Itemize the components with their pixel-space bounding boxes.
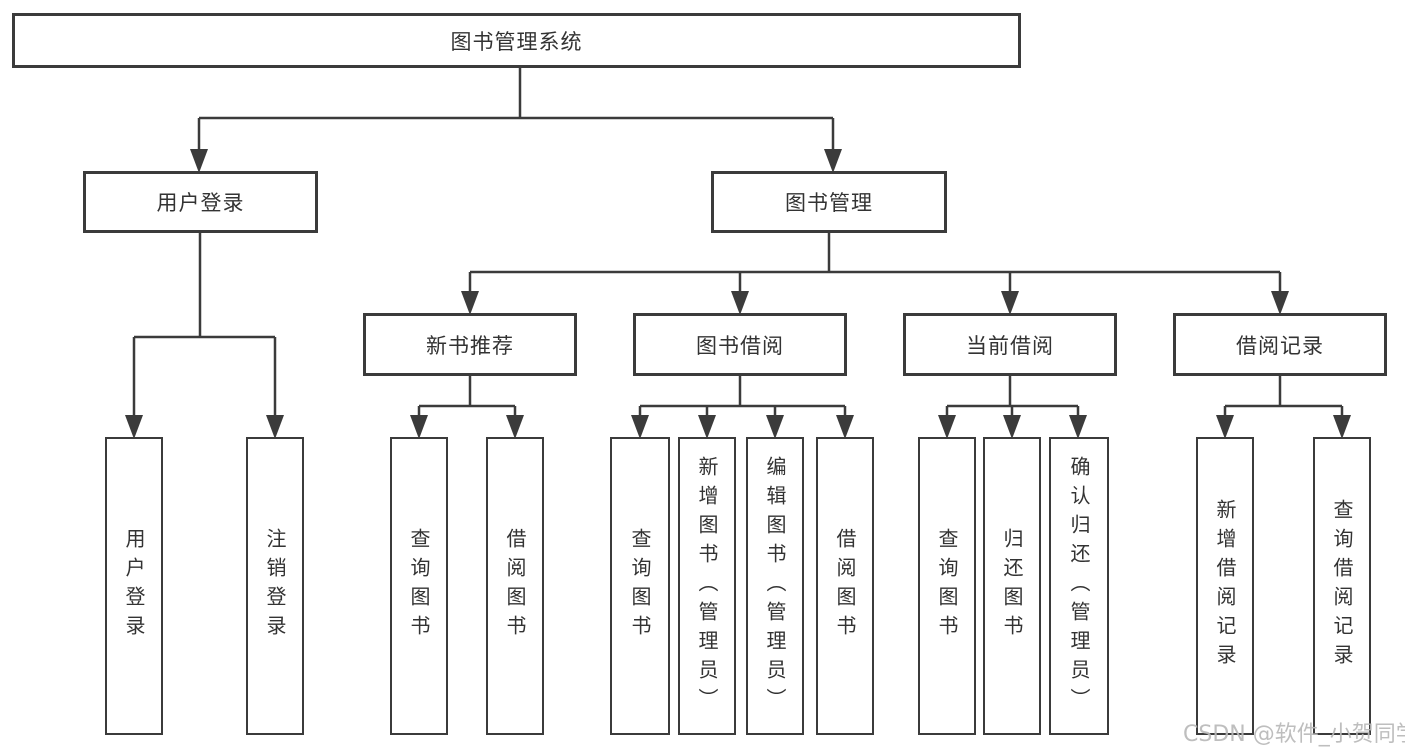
arrowhead [125, 415, 143, 439]
leaf-label: 查询借阅记录 [1330, 499, 1354, 673]
node-book-management: 图书管理 [711, 171, 947, 233]
arrowhead [1003, 415, 1021, 439]
leaf-label: 编辑图书（管理员） [763, 455, 787, 717]
arrowhead [1333, 415, 1351, 439]
node-borrowing-records: 借阅记录 [1173, 313, 1387, 376]
node-label: 借阅记录 [1236, 333, 1324, 358]
node-label: 当前借阅 [966, 333, 1054, 358]
arrowhead [836, 415, 854, 439]
csdn-watermark: CSDN @软件_小贺同学 [1183, 722, 1405, 747]
leaf-label: 借阅图书 [503, 528, 527, 644]
arrowhead [190, 149, 208, 173]
arrowhead [410, 415, 428, 439]
arrowhead [1216, 415, 1234, 439]
arrowhead [766, 415, 784, 439]
leaf-user-login: 用户登录 [105, 437, 163, 735]
leaf-label: 归还图书 [1000, 528, 1024, 644]
node-label: 新书推荐 [426, 333, 514, 358]
leaf-recommend-borrow-books: 借阅图书 [486, 437, 544, 735]
leaf-label: 用户登录 [122, 528, 146, 644]
leaf-label: 借阅图书 [833, 528, 857, 644]
leaf-current-confirm-return-admin: 确认归还（管理员） [1049, 437, 1109, 735]
leaf-logout: 注销登录 [246, 437, 304, 735]
leaf-label: 查询图书 [935, 528, 959, 644]
leaf-label: 查询图书 [628, 528, 652, 644]
leaf-borrowing-borrow-books: 借阅图书 [816, 437, 874, 735]
leaf-label: 新增图书（管理员） [695, 455, 719, 717]
leaf-current-return-books: 归还图书 [983, 437, 1041, 735]
node-label: 图书管理 [785, 191, 873, 215]
node-label: 图书借阅 [696, 333, 784, 358]
node-book-borrowing: 图书借阅 [633, 313, 847, 376]
leaf-records-query-record: 查询借阅记录 [1313, 437, 1371, 735]
arrowhead [938, 415, 956, 439]
leaf-current-query-books: 查询图书 [918, 437, 976, 735]
leaf-label: 新增借阅记录 [1213, 499, 1237, 673]
leaf-label: 查询图书 [407, 528, 431, 644]
leaf-recommend-query-books: 查询图书 [390, 437, 448, 735]
node-label: 用户登录 [156, 191, 245, 215]
node-user-login: 用户登录 [83, 171, 318, 233]
node-new-book-recommendation: 新书推荐 [363, 313, 577, 376]
leaf-borrowing-query-books: 查询图书 [610, 437, 670, 735]
arrowhead [824, 149, 842, 173]
leaf-borrowing-edit-books-admin: 编辑图书（管理员） [746, 437, 804, 735]
arrowhead [631, 415, 649, 439]
arrowhead [698, 415, 716, 439]
arrowhead [731, 291, 749, 315]
arrowhead [1069, 415, 1087, 439]
arrowhead [1271, 291, 1289, 315]
leaf-label: 确认归还（管理员） [1067, 455, 1091, 717]
node-root-system: 图书管理系统 [12, 13, 1021, 68]
arrowhead [506, 415, 524, 439]
leaf-label: 注销登录 [263, 528, 287, 644]
node-label: 图书管理系统 [450, 29, 583, 54]
arrowhead [1001, 291, 1019, 315]
leaf-records-add-record: 新增借阅记录 [1196, 437, 1254, 735]
node-current-borrowing: 当前借阅 [903, 313, 1117, 376]
leaf-borrowing-add-books-admin: 新增图书（管理员） [678, 437, 736, 735]
arrowhead [461, 291, 479, 315]
arrowhead [266, 415, 284, 439]
